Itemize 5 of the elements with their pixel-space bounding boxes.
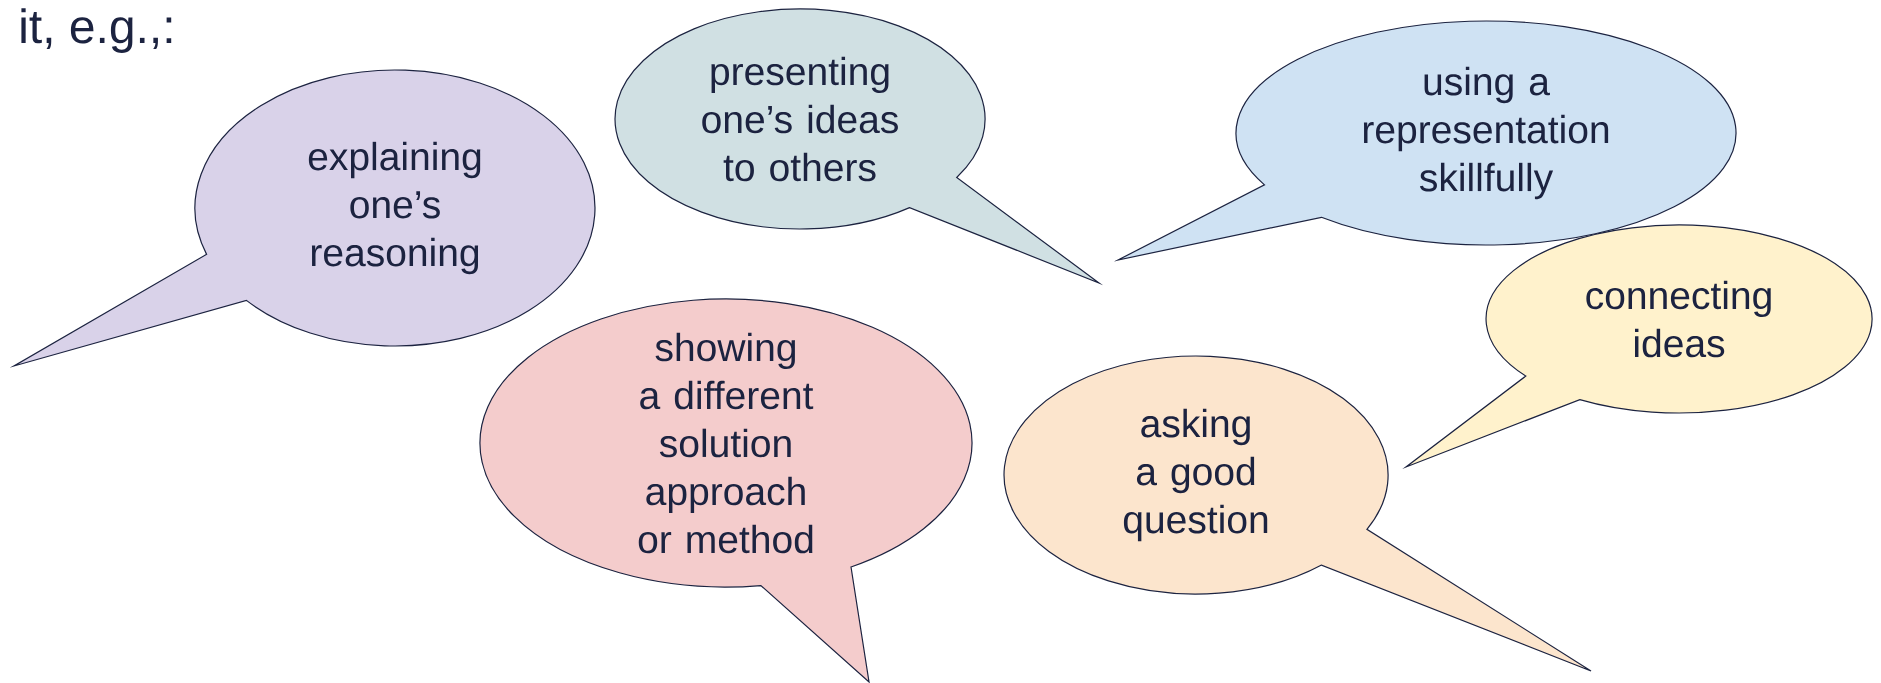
speech-bubble: showing a different solution approach or method bbox=[479, 298, 973, 683]
speech-bubble: connecting ideas bbox=[1405, 224, 1873, 468]
speech-bubble: asking a good question bbox=[1003, 355, 1592, 672]
speech-bubble: presenting one’s ideas to others bbox=[614, 8, 1100, 284]
speech-bubble: using a representation skillfully bbox=[1117, 20, 1737, 261]
